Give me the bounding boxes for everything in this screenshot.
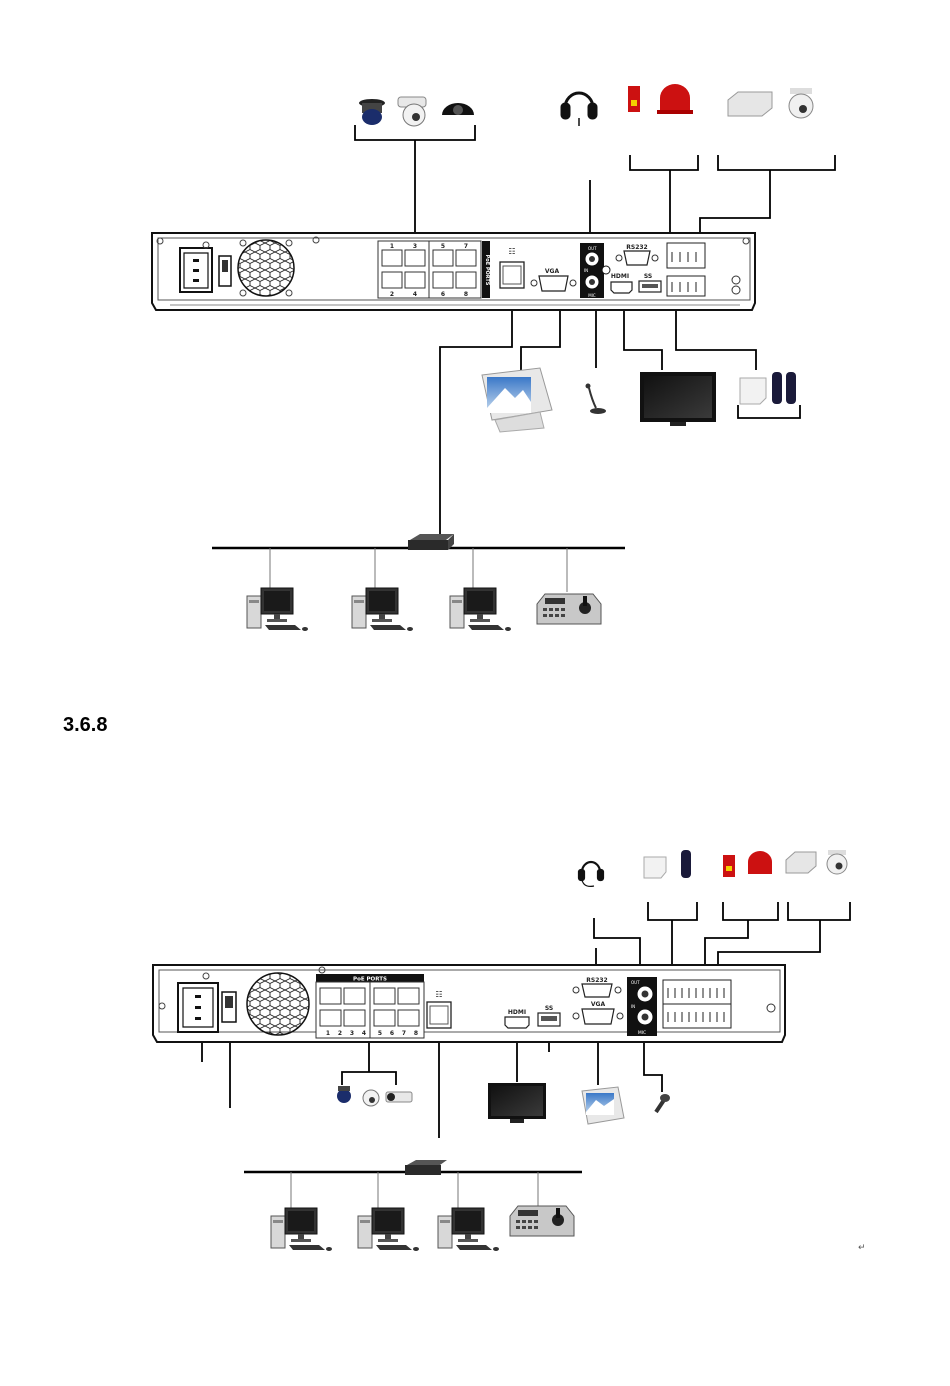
monitor-icon <box>482 368 552 432</box>
camera-bracket <box>355 125 475 140</box>
pc-icon <box>450 588 511 631</box>
vga-label: VGA <box>591 1001 606 1008</box>
port-number: 6 <box>390 1030 394 1037</box>
port-number: 7 <box>464 243 468 250</box>
ip-cameras-icon <box>359 97 474 126</box>
usb-label: SS <box>644 273 652 280</box>
monitor-icon <box>582 1087 624 1124</box>
headset-icon <box>579 862 603 886</box>
hdmi-port: HDMI <box>611 273 632 293</box>
pc-icon <box>438 1208 499 1251</box>
pc-icon <box>352 588 413 631</box>
nvr-rear-panel-2: PoE PORTS 1 2 3 4 5 6 7 8 ☷ HDMI <box>153 965 785 1042</box>
port-number: 7 <box>402 1030 406 1037</box>
diagram-1 <box>212 125 835 592</box>
hdmi-tv-icon <box>488 1083 546 1123</box>
ptz-decoder-camera-icon <box>728 88 813 118</box>
port-number: 1 <box>326 1030 330 1037</box>
network-switch-icon <box>408 534 454 550</box>
ptz-decoder-camera-icon <box>786 850 847 874</box>
rs232-label: RS232 <box>586 977 607 984</box>
fan-grille <box>238 240 294 296</box>
detector-bracket <box>738 405 800 418</box>
pc-icon <box>358 1208 419 1251</box>
port-number: 1 <box>390 243 394 250</box>
alarm-siren-icon <box>628 84 693 114</box>
alarm-detectors-icon <box>644 850 691 878</box>
hdmi-tv-icon <box>640 372 716 426</box>
port-number: 5 <box>441 243 445 250</box>
audio-out-label: OUT <box>588 246 597 251</box>
port-number: 2 <box>390 291 394 298</box>
power-switch <box>222 992 236 1022</box>
usb-label: SS <box>545 1005 553 1012</box>
port-number: 5 <box>378 1030 382 1037</box>
network-icon: ☷ <box>435 990 442 999</box>
port-number: 6 <box>441 291 445 298</box>
fan-grille <box>247 973 309 1035</box>
siren-bracket <box>630 155 698 170</box>
alarm-terminals <box>663 980 731 1028</box>
hdmi-label: HDMI <box>611 273 629 280</box>
ptz-keyboard-icon <box>510 1206 574 1236</box>
port-number: 4 <box>362 1030 366 1037</box>
power-socket <box>180 242 212 292</box>
ptz-bracket <box>718 155 835 170</box>
poe-ports: 1 3 5 7 2 4 6 8 PoE PORTS <box>378 241 490 298</box>
network-switch-icon <box>405 1160 447 1175</box>
pc-icon <box>271 1208 332 1251</box>
audio-in-label: IN <box>584 268 588 273</box>
audio-in-label: IN <box>631 1004 635 1009</box>
ip-cameras-icon <box>337 1086 412 1106</box>
pc-icon <box>247 588 308 631</box>
headphones-icon <box>562 93 596 126</box>
alarm-siren-icon <box>723 851 772 877</box>
poe-ports: PoE PORTS 1 2 3 4 5 6 7 8 <box>316 974 424 1038</box>
port-number: 4 <box>413 291 417 298</box>
network-icon: ☷ <box>508 247 515 256</box>
port-number: 8 <box>414 1030 418 1037</box>
port-number: 2 <box>338 1030 342 1037</box>
audio-out-label: OUT <box>631 980 640 985</box>
siren-bracket <box>723 902 778 920</box>
port-number: 8 <box>464 291 468 298</box>
microphone-icon <box>586 384 607 415</box>
lan-drops <box>291 1172 538 1208</box>
mic-wire <box>644 1036 662 1092</box>
vga-label: VGA <box>545 268 560 275</box>
port-number: 3 <box>350 1030 354 1037</box>
nvr-rear-panel-1: 1 3 5 7 2 4 6 8 PoE PORTS ☷ VGA OUT <box>152 233 755 310</box>
ptz-keyboard-icon <box>537 594 601 624</box>
alarm-detectors-icon <box>740 372 796 404</box>
hdmi-port: HDMI <box>505 1009 529 1028</box>
paragraph-mark-icon: ↵ <box>858 1243 866 1253</box>
audio-ports: OUT IN MIC <box>627 977 657 1036</box>
mic-label: MIC <box>588 293 596 298</box>
hdmi-label: HDMI <box>508 1009 526 1016</box>
port-number: 3 <box>413 243 417 250</box>
lan-drops <box>270 548 567 592</box>
detector-bracket <box>648 902 697 920</box>
power-switch <box>219 256 231 286</box>
diagram-2 <box>202 902 850 1208</box>
mic-label: MIC <box>638 1030 646 1036</box>
rs232-label: RS232 <box>626 244 647 251</box>
poe-label: PoE PORTS <box>484 255 490 286</box>
microphone-icon <box>656 1094 670 1112</box>
ptz-bracket <box>788 902 850 920</box>
